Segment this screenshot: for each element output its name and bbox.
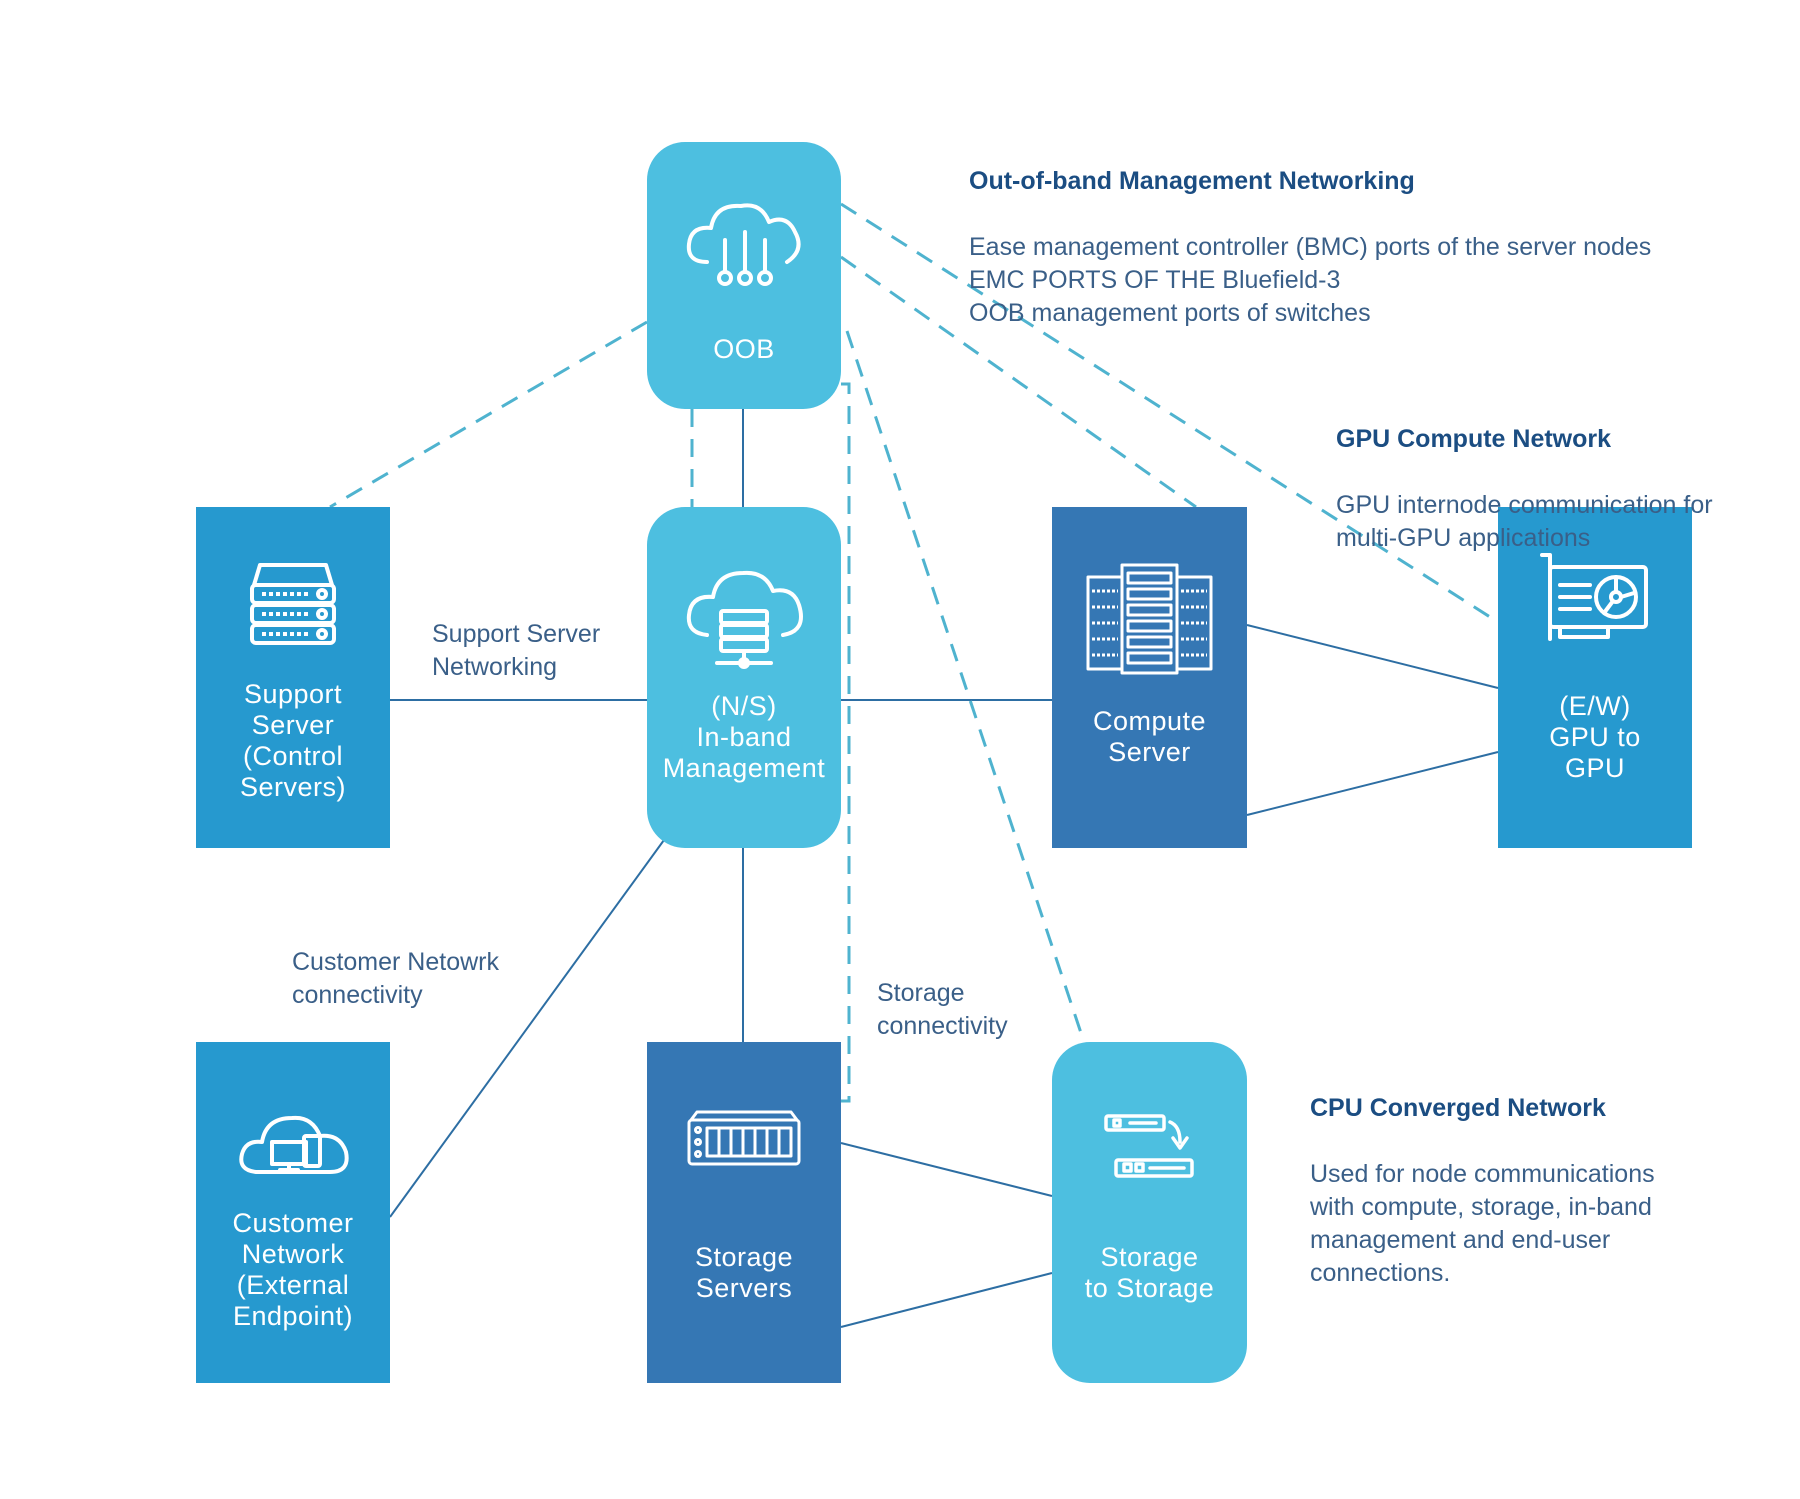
gpu-card-icon [1540,553,1648,641]
label-customer-connectivity: Customer Netowrk connectivity [292,948,499,1009]
link-inband-customer [389,839,665,1218]
node-storage-servers: Storage Servers [647,1042,841,1383]
node-customer-network: Customer Network (External Endpoint) [196,1042,390,1383]
note-cpu-text: Used for node communications with comput… [1310,1160,1655,1287]
node-storage-servers-label: Storage Servers [694,1242,794,1303]
node-gpu-to-gpu: (E/W) GPU to GPU [1498,507,1692,848]
link-storage-s2s-2 [840,1272,1053,1328]
storage-transfer-icon [1104,1114,1194,1178]
dash-oob-s2s [845,330,1086,1043]
dash-oob-support [329,320,648,509]
node-gpu-label: (E/W) GPU to GPU [1549,691,1641,783]
dash-oob-storage-servers [811,382,851,1103]
node-customer-label: Customer Network (External Endpoint) [232,1208,354,1331]
dash-oob-gpu [840,202,1491,619]
node-oob: OOB [647,142,841,409]
link-compute-gpu-1 [1246,624,1499,689]
node-compute-label: Compute Server [1092,706,1207,767]
node-inband-management: (N/S) In-band Management [647,507,841,848]
storage-array-icon [687,1110,801,1166]
node-support-server: Support Server (Control Servers) [196,507,390,848]
note-gpu-title: GPU Compute Network [1336,425,1612,453]
server-stack-icon [250,563,336,645]
node-storage-to-storage: Storage to Storage [1052,1042,1247,1383]
label-storage-connectivity: Storage connectivity [877,979,1008,1040]
node-compute-server: Compute Server [1052,507,1247,848]
label-support-server-networking: Support Server Networking [432,620,601,681]
cloud-network-icon [686,203,801,286]
note-cpu-title: CPU Converged Network [1310,1094,1606,1122]
note-cpu-converged: CPU Converged Network Used for node comm… [1310,1059,1655,1290]
note-gpu-compute: GPU Compute Network GPU internode commun… [1336,390,1713,555]
note-oob-management: Out-of-band Management Networking Ease m… [969,132,1651,330]
server-rack-icon [1086,563,1213,675]
note-gpu-text: GPU internode communication for multi-GP… [1336,491,1713,552]
node-s2s-label: Storage to Storage [1084,1242,1215,1303]
node-inband-label: (N/S) In-band Management [662,691,826,783]
cloud-devices-icon [239,1115,349,1174]
cloud-server-icon [686,570,803,669]
node-support-label: Support Server (Control Servers) [239,679,346,802]
link-storage-s2s-1 [840,1142,1053,1197]
note-oob-title: Out-of-band Management Networking [969,167,1415,195]
note-oob-text: Ease management controller (BMC) ports o… [969,233,1652,327]
node-oob-label: OOB [713,334,775,364]
link-compute-gpu-2 [1246,751,1499,816]
dash-oob-compute [840,255,1197,509]
